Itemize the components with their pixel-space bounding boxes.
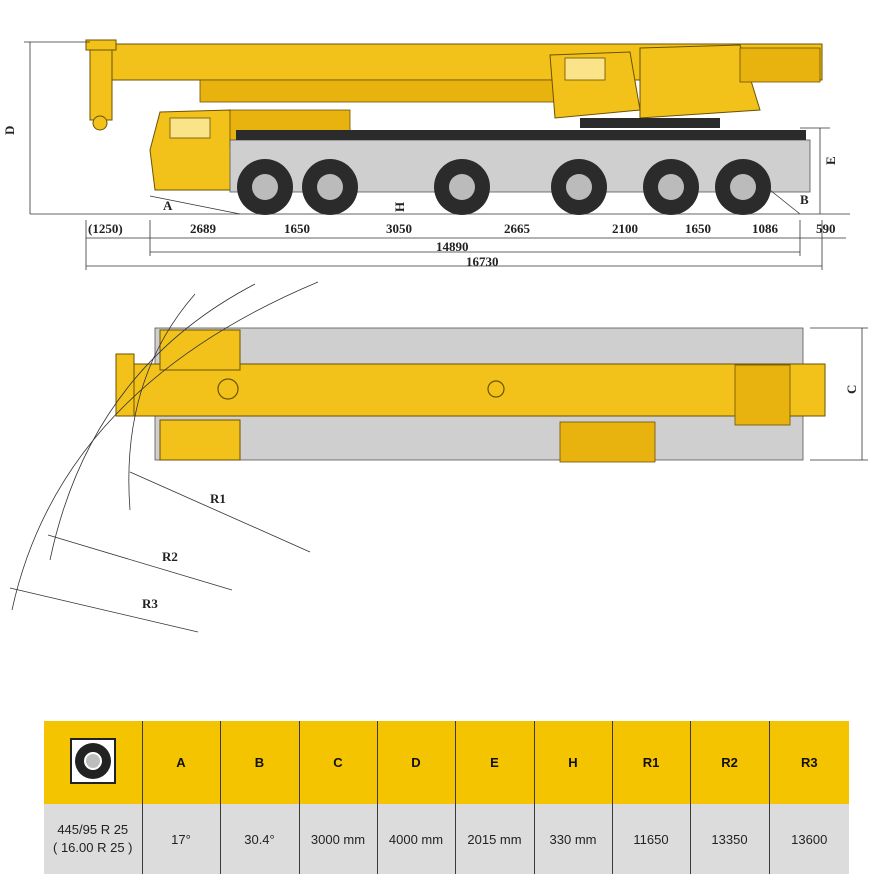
- angle-label-b: B: [800, 192, 809, 207]
- dimension-value: 3050: [386, 221, 412, 236]
- table-cell: 30.4°: [220, 804, 300, 874]
- height-label-d: D: [2, 126, 17, 135]
- table-cell: 4000 mm: [377, 804, 456, 874]
- tire-header: [44, 721, 143, 804]
- dimension-value: 2100: [612, 221, 638, 236]
- height-label-e: E: [823, 156, 838, 165]
- column-header: H: [534, 721, 613, 804]
- tire-icon: [69, 738, 116, 784]
- dimension-value: 2689: [190, 221, 217, 236]
- column-header: A: [142, 721, 221, 804]
- table-cell: 17°: [142, 804, 221, 874]
- table-cell: 3000 mm: [299, 804, 378, 874]
- table-cell: 13350: [690, 804, 770, 874]
- column-header: B: [220, 721, 300, 804]
- dimension-value: 1650: [284, 221, 310, 236]
- table-cell: 2015 mm: [455, 804, 535, 874]
- crane-top-view: [9, 281, 868, 633]
- column-header: C: [299, 721, 378, 804]
- table-row: 445/95 R 25 ( 16.00 R 25 ) 17° 30.4° 300…: [44, 804, 849, 874]
- column-header: R3: [769, 721, 849, 804]
- tire-size: 445/95 R 25: [57, 822, 129, 837]
- column-header: D: [377, 721, 456, 804]
- radius-label-r1: R1: [210, 491, 226, 506]
- width-label-c: C: [844, 385, 859, 394]
- radius-label-r2: R2: [162, 549, 178, 564]
- dimension-value: 1650: [685, 221, 711, 236]
- dimension-value: 1086: [752, 221, 779, 236]
- crane-side-view: [24, 39, 850, 270]
- radius-label-r3: R3: [142, 596, 158, 611]
- overall-total-length: 16730: [466, 254, 499, 269]
- dimension-value: (1250): [88, 221, 123, 236]
- dimension-value: 2665: [504, 221, 531, 236]
- column-header: R1: [612, 721, 691, 804]
- wheel-set: [237, 159, 771, 215]
- tire-size-cell: 445/95 R 25 ( 16.00 R 25 ): [44, 804, 143, 874]
- spec-table: A B C D E H R1 R2 R3 445/95 R 25 ( 16.00…: [44, 721, 849, 874]
- table-cell: 13600: [769, 804, 849, 874]
- dimension-value: 590: [816, 221, 836, 236]
- column-header: R2: [690, 721, 770, 804]
- table-cell: 11650: [612, 804, 691, 874]
- table-header-row: A B C D E H R1 R2 R3: [44, 721, 849, 804]
- table-cell: 330 mm: [534, 804, 613, 874]
- crane-dimension-drawing: D E A B H (1250) 2689 1650 3050 2665 210…: [2, 39, 868, 633]
- column-header: E: [455, 721, 535, 804]
- overall-inner-length: 14890: [436, 239, 469, 254]
- segment-dimensions: (1250) 2689 1650 3050 2665 2100 1650 108…: [88, 221, 836, 236]
- angle-label-a: A: [163, 198, 173, 213]
- tire-size-alt: ( 16.00 R 25 ): [53, 840, 133, 855]
- clearance-label-h: H: [392, 202, 407, 212]
